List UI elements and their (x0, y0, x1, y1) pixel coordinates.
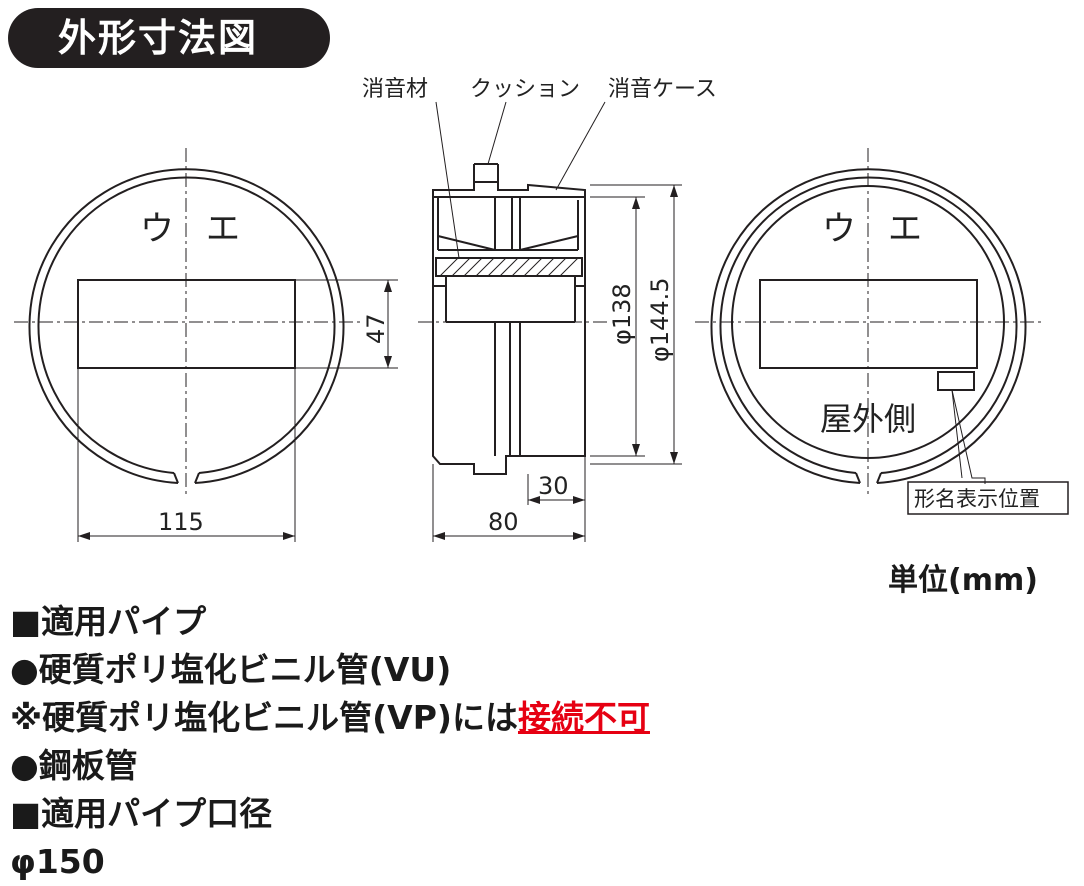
spec-line-2: ●硬質ポリ塩化ビニル管(VU) (10, 650, 452, 689)
label-ue-e-right: エ (888, 209, 922, 249)
label-ue-u-right: ウ (822, 209, 856, 249)
dimension-drawing: 消音材 クッション 消音ケース ウ エ ウ エ 屋外側 形名表示位置 115 4… (14, 77, 1069, 542)
label-shouonzai: 消音材 (362, 77, 428, 102)
spec-line-3-prefix: ※硬質ポリ塩化ビニル管(VP)には (10, 698, 518, 737)
dim-115: 115 (158, 508, 204, 536)
dim-30: 30 (538, 472, 569, 500)
label-ue-u-left: ウ (140, 209, 174, 249)
unit-label: 単位(mm) (888, 563, 1038, 598)
spec-line-4: ●鋼板管 (10, 746, 138, 785)
dim-phi144: φ144.5 (646, 277, 674, 362)
dim-80: 80 (488, 508, 519, 536)
label-cushion: クッション (470, 77, 580, 102)
spec-line-5: ■適用パイプ口径 (10, 794, 273, 833)
label-okugai: 屋外側 (820, 400, 916, 438)
spec-list: ■適用パイプ ●硬質ポリ塩化ビニル管(VU) ※硬質ポリ塩化ビニル管(VP)には… (10, 598, 650, 886)
spec-line-1: ■適用パイプ (10, 602, 207, 641)
warning-text: 接続不可 (517, 698, 650, 737)
page-title: 外形寸法図 (8, 8, 330, 68)
spec-line-3: ※硬質ポリ塩化ビニル管(VP)には接続不可 (10, 694, 650, 742)
label-ue-e-left: エ (206, 209, 240, 249)
front-view-left (14, 148, 398, 542)
dim-phi138: φ138 (608, 283, 636, 345)
dim-47: 47 (362, 313, 390, 344)
spec-line-6: φ150 (10, 842, 105, 881)
front-view-right (695, 148, 1069, 515)
label-shouon-case: 消音ケース (608, 77, 717, 102)
label-model-position: 形名表示位置 (914, 487, 1040, 511)
side-view (418, 101, 682, 542)
